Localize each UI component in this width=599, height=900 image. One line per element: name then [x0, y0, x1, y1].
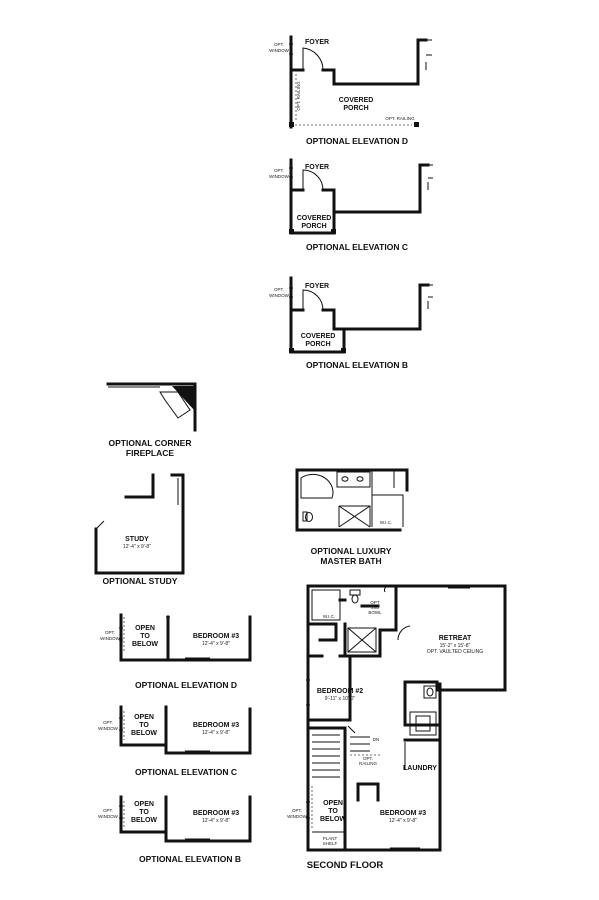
second-floor-plan: W.I.C. OPT 2nd BOWL RETREAT 15'-2" x 15'… — [287, 584, 507, 871]
study-caption: OPTIONAL STUDY — [103, 576, 178, 586]
open-to-below-label: OPEN — [135, 625, 155, 632]
bedroom2-label: BEDROOM #2 — [317, 688, 363, 695]
elevation-d-porch-plan: FOYER OPT. WINDOW COVERED PORCH OPT. RAI… — [269, 35, 432, 146]
open-to-below-label: TO — [140, 633, 150, 640]
open-to-below-label: BELOW — [131, 817, 157, 824]
open-to-below-label: TO — [328, 808, 338, 815]
opt-window-label: OPT. — [292, 808, 302, 813]
opt-bowl-label: BOWL — [368, 610, 382, 615]
opt-window-label: OPT. — [103, 720, 113, 725]
open-to-below-label: OPEN — [323, 800, 343, 807]
opt-railing-label: OPT. RAILING — [296, 81, 301, 111]
elevation-c-caption: OPTIONAL ELEVATION C — [306, 242, 408, 252]
bedroom2-size: 9'-11" x 10'-0" — [325, 696, 356, 702]
elevation-d-caption-2: OPTIONAL ELEVATION D — [135, 680, 237, 690]
bedroom3-size: 12'-4" x 9'-8" — [202, 818, 230, 824]
study-size: 12'-4" x 9'-8" — [123, 544, 151, 550]
opt-window-label: WINDOW — [269, 293, 289, 298]
opt-railing-label: OPT. — [363, 756, 373, 761]
opt-bowl-label: 2nd — [371, 605, 379, 610]
bedroom3-size: 12'-4" x 9'-8" — [389, 818, 417, 824]
opt-window-label: WINDOW — [98, 814, 118, 819]
elevation-b-caption-2: OPTIONAL ELEVATION B — [139, 854, 241, 864]
opt-window-label: OPT. — [103, 808, 113, 813]
covered-porch-label: PORCH — [305, 341, 330, 348]
fireplace-caption: FIREPLACE — [126, 448, 175, 458]
study-label: STUDY — [125, 536, 149, 543]
covered-porch-label: COVERED — [297, 215, 332, 222]
elevation-c-porch-plan: FOYER OPT. WINDOW COVERED PORCH OPTIONAL… — [269, 158, 433, 252]
opt-window-label: OPT. — [274, 42, 284, 47]
elevation-b-caption: OPTIONAL ELEVATION B — [306, 360, 408, 370]
opt-railing-label: OPT. RAILING — [385, 116, 415, 121]
elevation-d-bedroom-plan: OPT. WINDOW OPEN TO BELOW BEDROOM #3 12'… — [100, 613, 252, 690]
opt-window-label: OPT. — [105, 630, 115, 635]
elevation-d-caption: OPTIONAL ELEVATION D — [306, 136, 408, 146]
opt-window-label: WINDOW — [100, 636, 120, 641]
plant-shelf-label: SHELF — [323, 841, 338, 846]
foyer-label: FOYER — [305, 283, 329, 290]
fireplace-caption: OPTIONAL CORNER — [109, 438, 192, 448]
elevation-b-bedroom-plan: OPT. WINDOW OPEN TO BELOW BEDROOM #3 12'… — [98, 795, 252, 864]
open-to-below-label: BELOW — [320, 816, 346, 823]
bedroom3-label: BEDROOM #3 — [193, 633, 239, 640]
opt-window-label: WINDOW — [287, 814, 307, 819]
elevation-c-caption-2: OPTIONAL ELEVATION C — [135, 767, 237, 777]
elevation-b-porch-plan: FOYER OPT. WINDOW COVERED PORCH OPTIONAL… — [269, 276, 433, 370]
opt-window-label: WINDOW — [269, 174, 289, 179]
opt-window-label: WINDOW — [269, 48, 289, 53]
open-to-below-label: OPEN — [134, 801, 154, 808]
open-to-below-label: TO — [139, 722, 149, 729]
wic-label: W.I.C. — [380, 520, 392, 525]
bedroom3-size: 12'-4" x 9'-8" — [202, 730, 230, 736]
bedroom3-size: 12'-4" x 9'-8" — [202, 641, 230, 647]
retreat-label: RETREAT — [439, 635, 472, 642]
elevation-c-bedroom-plan: OPT. WINDOW OPEN TO BELOW BEDROOM #3 12'… — [98, 705, 252, 777]
bedroom3-label: BEDROOM #3 — [193, 722, 239, 729]
plant-shelf-label: PLANT — [323, 836, 338, 841]
open-to-below-label: BELOW — [131, 730, 157, 737]
bedroom3-label: BEDROOM #3 — [193, 810, 239, 817]
foyer-label: FOYER — [305, 39, 329, 46]
opt-window-label: WINDOW — [98, 726, 118, 731]
bedroom3-label: BEDROOM #3 — [380, 810, 426, 817]
foyer-label: FOYER — [305, 164, 329, 171]
retreat-note: OPT. VAULTED CEILING — [427, 649, 483, 655]
opt-railing-label: RAILING — [359, 761, 378, 766]
open-to-below-label: TO — [139, 809, 149, 816]
study-plan: STUDY 12'-4" x 9'-8" OPTIONAL STUDY — [94, 473, 185, 586]
luxury-bath-caption: OPTIONAL LUXURY — [311, 546, 392, 556]
retreat-size: 15'-2" x 15'-8" — [440, 643, 471, 649]
opt-window-label: OPT. — [274, 168, 284, 173]
covered-porch-label: COVERED — [339, 97, 374, 104]
luxury-bath-plan: W.I.C. OPTIONAL LUXURY MASTER BATH — [295, 468, 409, 566]
corner-fireplace-plan: OPTIONAL CORNER FIREPLACE — [106, 382, 197, 458]
open-to-below-label: BELOW — [132, 641, 158, 648]
laundry-label: LAUNDRY — [403, 765, 437, 772]
luxury-bath-caption: MASTER BATH — [320, 556, 381, 566]
wic-label: W.I.C. — [323, 614, 335, 619]
covered-porch-label: COVERED — [301, 333, 336, 340]
covered-porch-label: PORCH — [301, 223, 326, 230]
opt-window-label: OPT. — [274, 287, 284, 292]
covered-porch-label: PORCH — [343, 105, 368, 112]
opt-bowl-label: OPT — [370, 600, 380, 605]
second-floor-caption: SECOND FLOOR — [307, 860, 384, 871]
dn-label: DN — [373, 737, 380, 742]
open-to-below-label: OPEN — [134, 714, 154, 721]
